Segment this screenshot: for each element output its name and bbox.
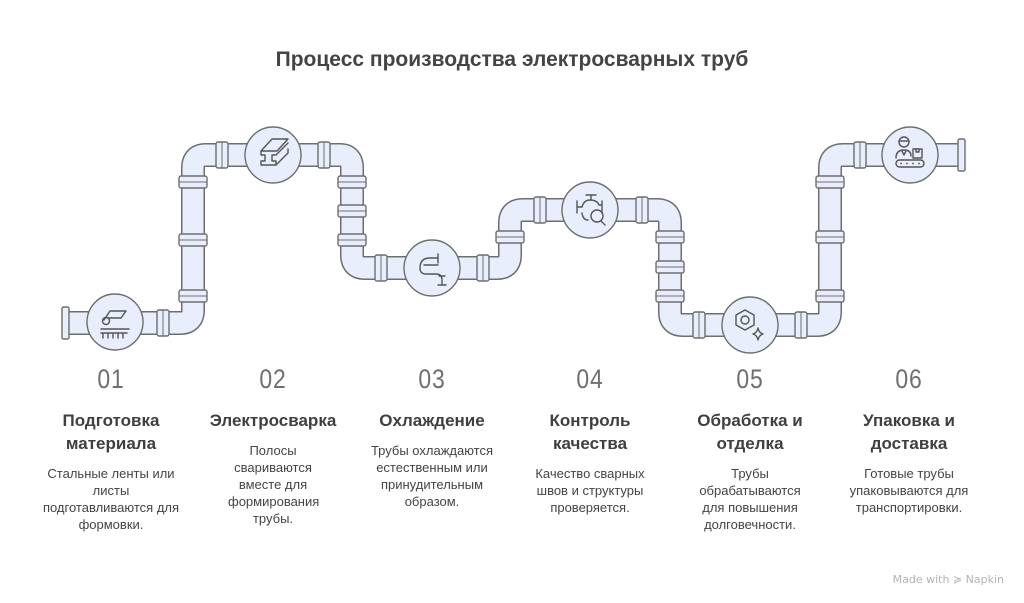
step-number: 05 xyxy=(736,364,764,394)
step-heading: Упаковка и доставка xyxy=(863,411,955,453)
step-description: Трубы охлаждаются естественным или прину… xyxy=(370,443,494,509)
valve-inspection-icon xyxy=(561,181,619,239)
step-2: 02 Электросварка Полосы свариваются вмес… xyxy=(198,364,348,527)
step-5: 05 Обработка и отделка Трубы обрабатываю… xyxy=(675,364,825,533)
diagram-title: Процесс производства электросварных труб xyxy=(275,48,749,71)
pipe-faucet-icon xyxy=(403,239,461,297)
step-3: 03 Охлаждение Трубы охлаждаются естестве… xyxy=(357,364,507,510)
step-description: Качество сварных швов и структуры провер… xyxy=(535,466,645,515)
step-number: 02 xyxy=(259,364,287,394)
step-4: 04 Контроль качества Качество сварных шв… xyxy=(515,364,665,516)
step-number: 04 xyxy=(576,364,604,394)
step-number: 01 xyxy=(97,364,125,394)
worker-conveyor-icon xyxy=(881,126,939,184)
steel-beam-icon xyxy=(244,126,302,184)
pipe-couplings xyxy=(156,141,867,339)
step-1: 01 Подготовка материала Стальные ленты и… xyxy=(36,364,186,533)
pipe-end-flange-right xyxy=(957,138,966,172)
step-description: Полосы свариваются вместе для формирован… xyxy=(228,443,320,526)
step-heading: Обработка и отделка xyxy=(697,411,803,453)
step-heading: Подготовка материала xyxy=(62,411,160,453)
step-description: Готовые трубы упаковываются для транспор… xyxy=(849,466,969,515)
step-heading: Контроль качества xyxy=(549,411,631,453)
step-heading: Охлаждение xyxy=(379,411,485,430)
step-number: 06 xyxy=(895,364,923,394)
step-description: Стальные ленты или листы подготавливаютс… xyxy=(42,466,180,532)
step-number: 03 xyxy=(418,364,446,394)
step-6: 06 Упаковка и доставка Готовые трубы упа… xyxy=(834,364,984,516)
step-description: Трубы обрабатываются для повышения долго… xyxy=(699,466,801,532)
pipe-couplings-vertical xyxy=(178,175,845,303)
hex-nut-sparkle-icon xyxy=(721,296,779,354)
step-heading: Электросварка xyxy=(209,411,337,430)
sheet-metal-roller-icon xyxy=(86,293,144,351)
napkin-watermark: Made with ≽ Napkin xyxy=(892,573,1004,586)
pipe-end-flange-left xyxy=(61,306,70,340)
